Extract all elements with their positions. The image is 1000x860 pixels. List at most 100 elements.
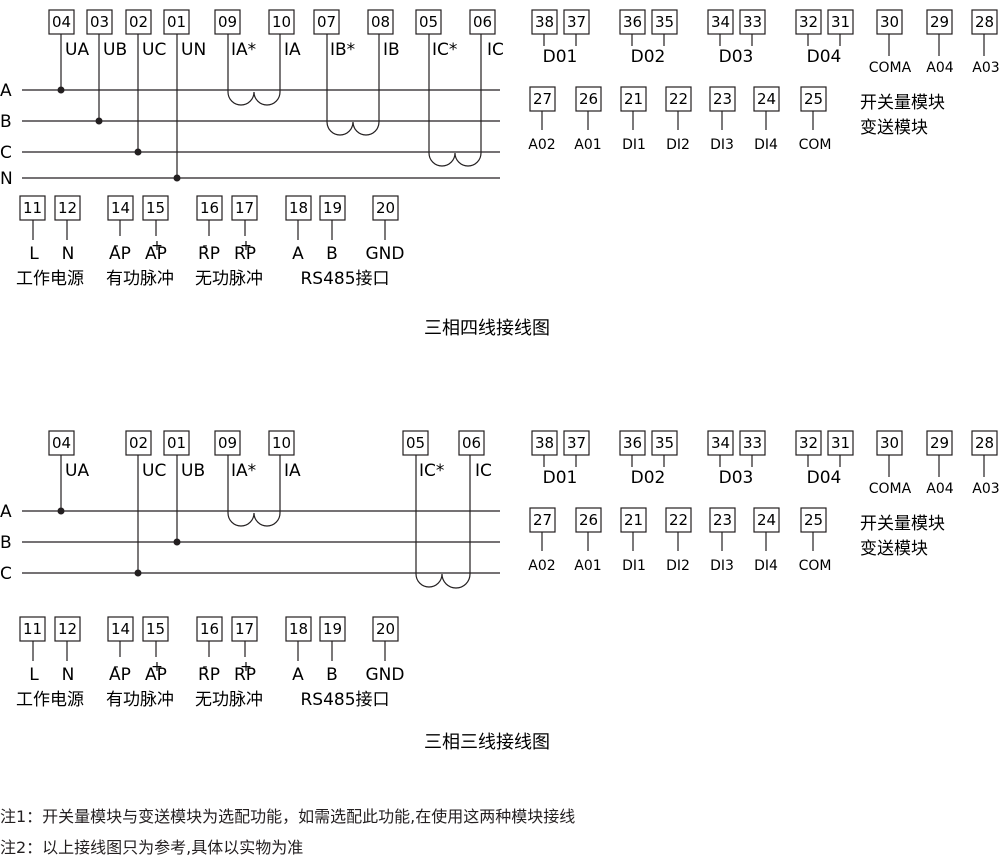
svg-text:24: 24	[757, 511, 776, 529]
svg-text:23: 23	[713, 511, 732, 529]
svg-text:14: 14	[111, 199, 130, 217]
svg-text:14: 14	[111, 620, 130, 638]
svg-text:31: 31	[831, 434, 850, 452]
svg-text:38: 38	[535, 434, 554, 452]
svg-text:-: -	[113, 659, 118, 675]
group-power: 工作电源	[16, 269, 84, 289]
label-com: COM	[799, 558, 832, 574]
module-name-line2: 变送模块	[860, 539, 928, 559]
label-ua: UA	[65, 461, 89, 481]
svg-text:34: 34	[711, 13, 730, 31]
label-uc: UC	[142, 461, 166, 481]
terminal-02: 02 UC	[125, 9, 166, 156]
label-ia-star: IA*	[231, 461, 256, 481]
note-2: 注2：以上接线图只为参考,具体以实物为准	[0, 838, 304, 857]
label-a01: A01	[574, 558, 601, 574]
svg-text:-: -	[113, 238, 118, 254]
svg-text:03: 03	[90, 13, 109, 31]
label-ub: UB	[103, 40, 127, 60]
label-com: COM	[799, 137, 832, 153]
current-coil-c: 05 06 IC* IC	[415, 9, 504, 167]
label-di1: DI1	[622, 558, 646, 574]
svg-text:22: 22	[669, 511, 688, 529]
svg-text:23: 23	[713, 90, 732, 108]
label-d03: D03	[719, 468, 754, 488]
label-a01: A01	[574, 137, 601, 153]
svg-text:30: 30	[880, 13, 899, 31]
label-ic-star: IC*	[432, 40, 457, 60]
svg-text:AP: AP	[145, 244, 167, 264]
svg-text:37: 37	[567, 13, 586, 31]
label-ic: IC	[475, 461, 492, 481]
bottom-terminals: 11 L 12 N 14 AP - 15 AP + 16 RP - 17 RP …	[16, 195, 404, 289]
svg-text:19: 19	[323, 199, 342, 217]
svg-text:+: +	[240, 659, 252, 675]
svg-text:18: 18	[289, 620, 308, 638]
label-d04: D04	[807, 47, 842, 67]
svg-text:06: 06	[473, 13, 492, 31]
three-wire-diagram: A B C 04 UA 02 UC 01 UB 09 10	[0, 430, 1000, 753]
svg-text:06: 06	[462, 434, 481, 452]
terminal-04: 04 UA	[48, 430, 89, 515]
svg-text:AP: AP	[145, 665, 167, 685]
terminal-01: 01 UB	[163, 430, 205, 546]
svg-text:28: 28	[975, 434, 994, 452]
label-a04: A04	[926, 481, 953, 497]
label-di3: DI3	[710, 137, 734, 153]
svg-text:38: 38	[535, 13, 554, 31]
svg-text:27: 27	[533, 90, 552, 108]
note-1: 注1：开关量模块与变送模块为选配功能，如需选配此功能,在使用这两种模块接线	[0, 807, 576, 826]
svg-text:36: 36	[623, 13, 642, 31]
svg-text:-: -	[202, 659, 207, 675]
svg-text:05: 05	[419, 13, 438, 31]
svg-text:04: 04	[52, 13, 71, 31]
svg-text:RP: RP	[234, 665, 256, 685]
svg-text:15: 15	[146, 620, 165, 638]
svg-text:37: 37	[567, 434, 586, 452]
label-uc: UC	[142, 40, 166, 60]
svg-text:B: B	[326, 244, 338, 264]
svg-text:RP: RP	[198, 244, 220, 264]
label-d03: D03	[719, 47, 754, 67]
svg-text:09: 09	[218, 13, 237, 31]
label-ib-star: IB*	[330, 40, 355, 60]
svg-text:10: 10	[272, 13, 291, 31]
label-d02: D02	[631, 468, 666, 488]
svg-text:A: A	[292, 244, 304, 264]
svg-text:12: 12	[58, 620, 77, 638]
label-di2: DI2	[666, 137, 690, 153]
svg-text:30: 30	[880, 434, 899, 452]
group-rs485: RS485接口	[300, 269, 389, 289]
svg-text:17: 17	[235, 620, 254, 638]
svg-text:34: 34	[711, 434, 730, 452]
svg-text:+: +	[151, 659, 163, 675]
svg-text:20: 20	[376, 199, 395, 217]
module-name-line2: 变送模块	[860, 118, 928, 138]
svg-text:32: 32	[799, 13, 818, 31]
label-ib: IB	[383, 40, 400, 60]
svg-text:A: A	[292, 665, 304, 685]
svg-text:12: 12	[58, 199, 77, 217]
svg-text:27: 27	[533, 511, 552, 529]
label-di1: DI1	[622, 137, 646, 153]
svg-text:33: 33	[743, 13, 762, 31]
svg-text:11: 11	[23, 199, 42, 217]
svg-text:26: 26	[579, 511, 598, 529]
svg-text:25: 25	[804, 90, 823, 108]
svg-text:19: 19	[323, 620, 342, 638]
label-d01: D01	[543, 47, 578, 67]
svg-text:08: 08	[371, 13, 390, 31]
label-un: UN	[181, 40, 206, 60]
svg-text:L: L	[29, 665, 39, 685]
terminal-03: 03 UB	[86, 9, 127, 125]
terminal-01: 01 UN	[163, 9, 206, 182]
label-d04: D04	[807, 468, 842, 488]
svg-text:31: 31	[831, 13, 850, 31]
label-a03: A03	[972, 481, 999, 497]
label-ia: IA	[284, 461, 301, 481]
label-di2: DI2	[666, 558, 690, 574]
current-coil-b: 07 08 IB* IB	[313, 9, 400, 136]
svg-text:04: 04	[52, 434, 71, 452]
four-wire-diagram: A B C N 04 UA 03 UB 02 UC 01	[0, 9, 1000, 339]
